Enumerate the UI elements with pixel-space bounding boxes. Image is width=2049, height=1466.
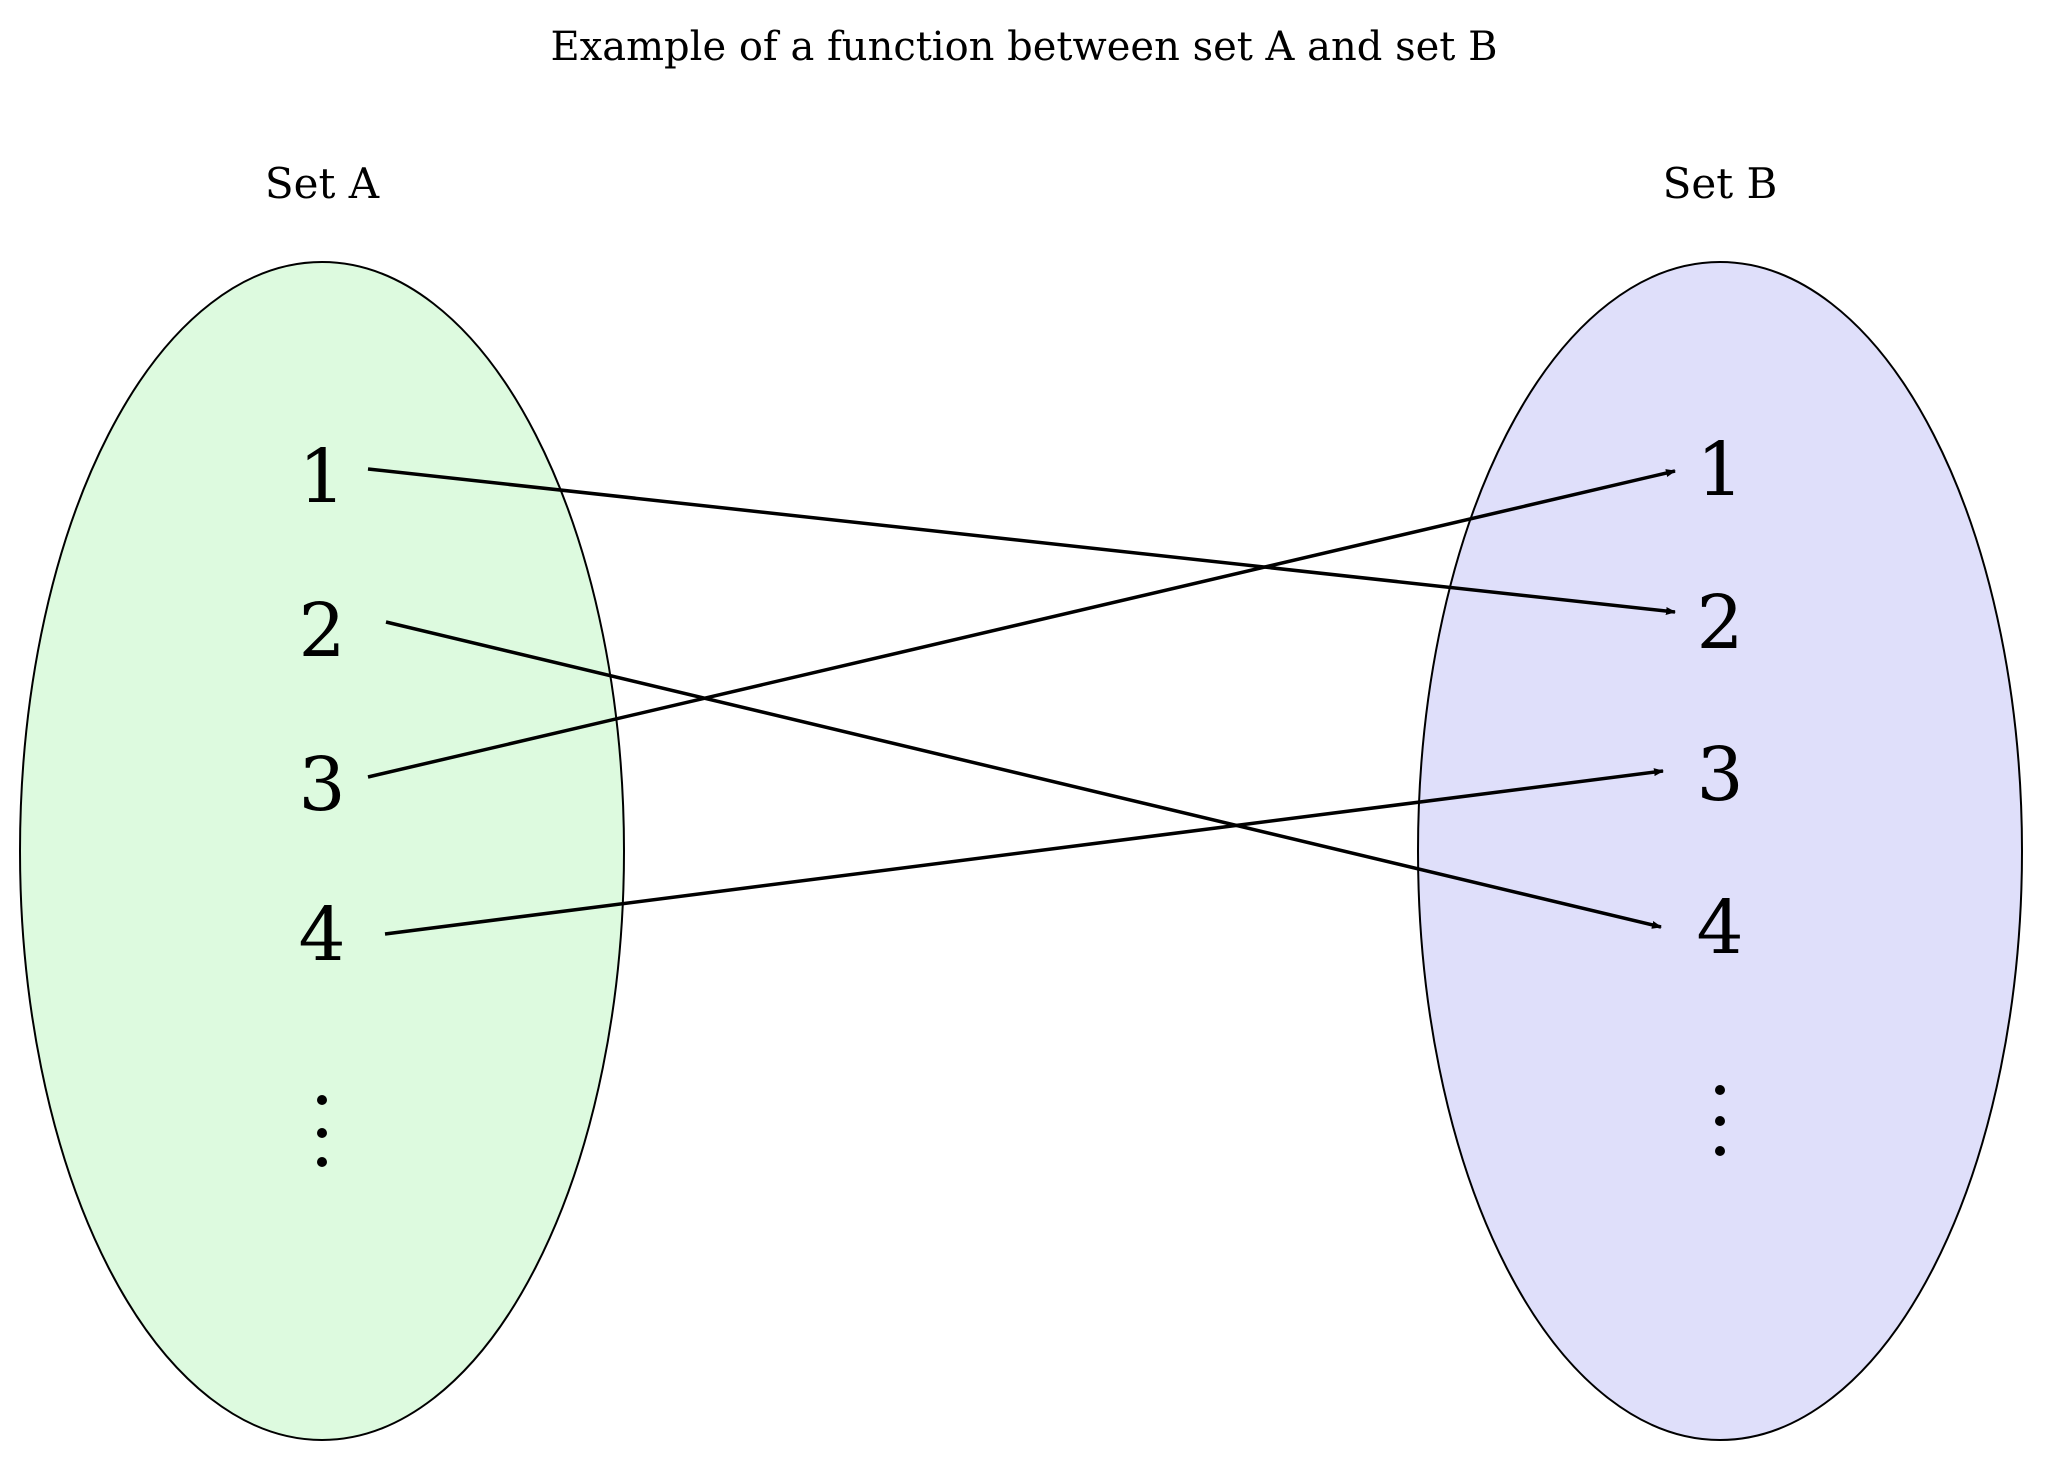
arrow-a2-to-b4 [385,620,1662,929]
set-a-element: 2 [298,588,345,674]
arrow-a3-to-b1 [367,469,1676,779]
set-a-ellipsis-dots [317,1095,327,1167]
set-b-label: Set B [1663,159,1778,208]
diagram-title: Example of a function between set A and … [551,24,1498,70]
mapping-arrows [367,467,1676,936]
set-b-ellipsis-dots [1715,1085,1725,1156]
set-b: Set B 1 2 3 4 [1417,159,2023,1441]
set-b-element: 2 [1696,580,1743,666]
set-a-element: 1 [298,434,345,520]
set-a-label: Set A [265,159,380,208]
arrow-a4-to-b3 [384,768,1664,936]
set-b-element: 3 [1696,732,1743,818]
arrow-a1-to-b2 [367,467,1676,615]
set-b-element: 1 [1696,427,1743,513]
set-a-element: 3 [298,742,345,828]
set-a-element: 4 [298,892,345,978]
set-b-element: 4 [1696,885,1743,971]
set-b-ellipse [1417,261,2023,1441]
set-a-ellipse [19,261,625,1441]
set-a: Set A 1 2 3 4 [19,159,625,1441]
